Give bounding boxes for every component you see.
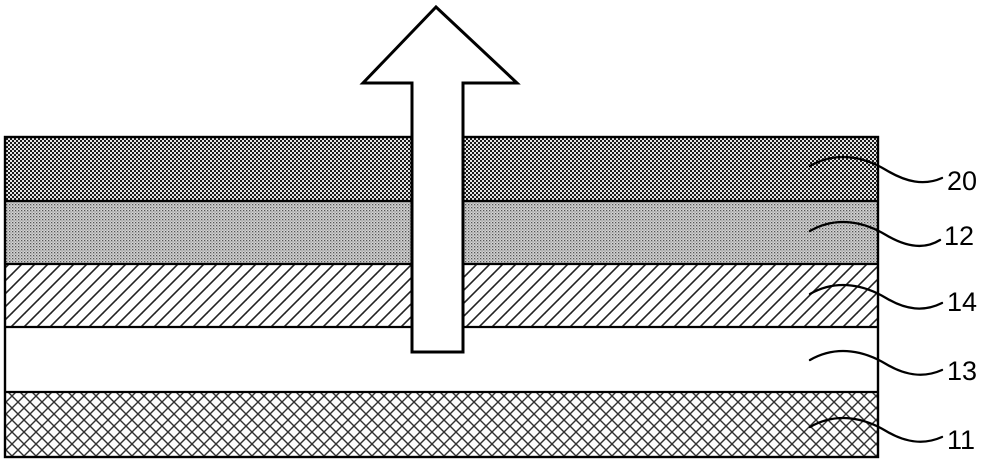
label-14: 14 xyxy=(947,287,977,317)
label-20: 20 xyxy=(947,166,977,196)
layer-11 xyxy=(5,392,878,457)
label-11: 11 xyxy=(947,425,975,455)
label-13: 13 xyxy=(947,356,977,386)
label-12: 12 xyxy=(944,221,974,251)
